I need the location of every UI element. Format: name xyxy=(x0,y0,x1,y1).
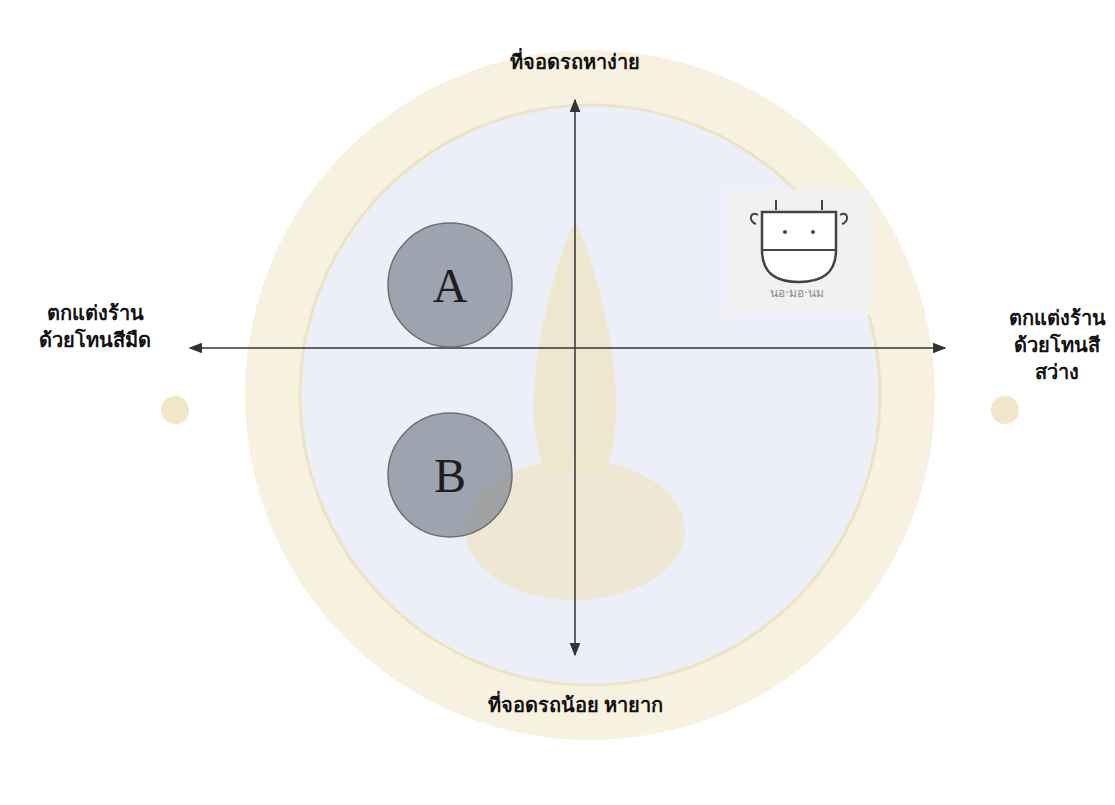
circle-letter: A xyxy=(387,222,513,348)
axis-label-left: ตกแต่งร้าน ด้วยโทนสีมืด xyxy=(28,300,163,354)
vertical-axis xyxy=(574,100,576,655)
brand-circle: B xyxy=(387,412,513,538)
axis-label-top: ที่จอดรถหาง่าย xyxy=(510,49,640,76)
axis-label-bottom: ที่จอดรถน้อย หายาก xyxy=(488,692,663,719)
brand-logo xyxy=(725,190,870,315)
logo-text: นอ·มอ·นม xyxy=(770,285,824,301)
circle-letter: B xyxy=(387,412,513,538)
brand-circle: A xyxy=(387,222,513,348)
watermark-seal xyxy=(161,50,1019,740)
axis-label-right: ตกแต่งร้าน ด้วยโทนสี สว่าง xyxy=(1003,305,1111,386)
horizontal-axis xyxy=(190,347,945,349)
